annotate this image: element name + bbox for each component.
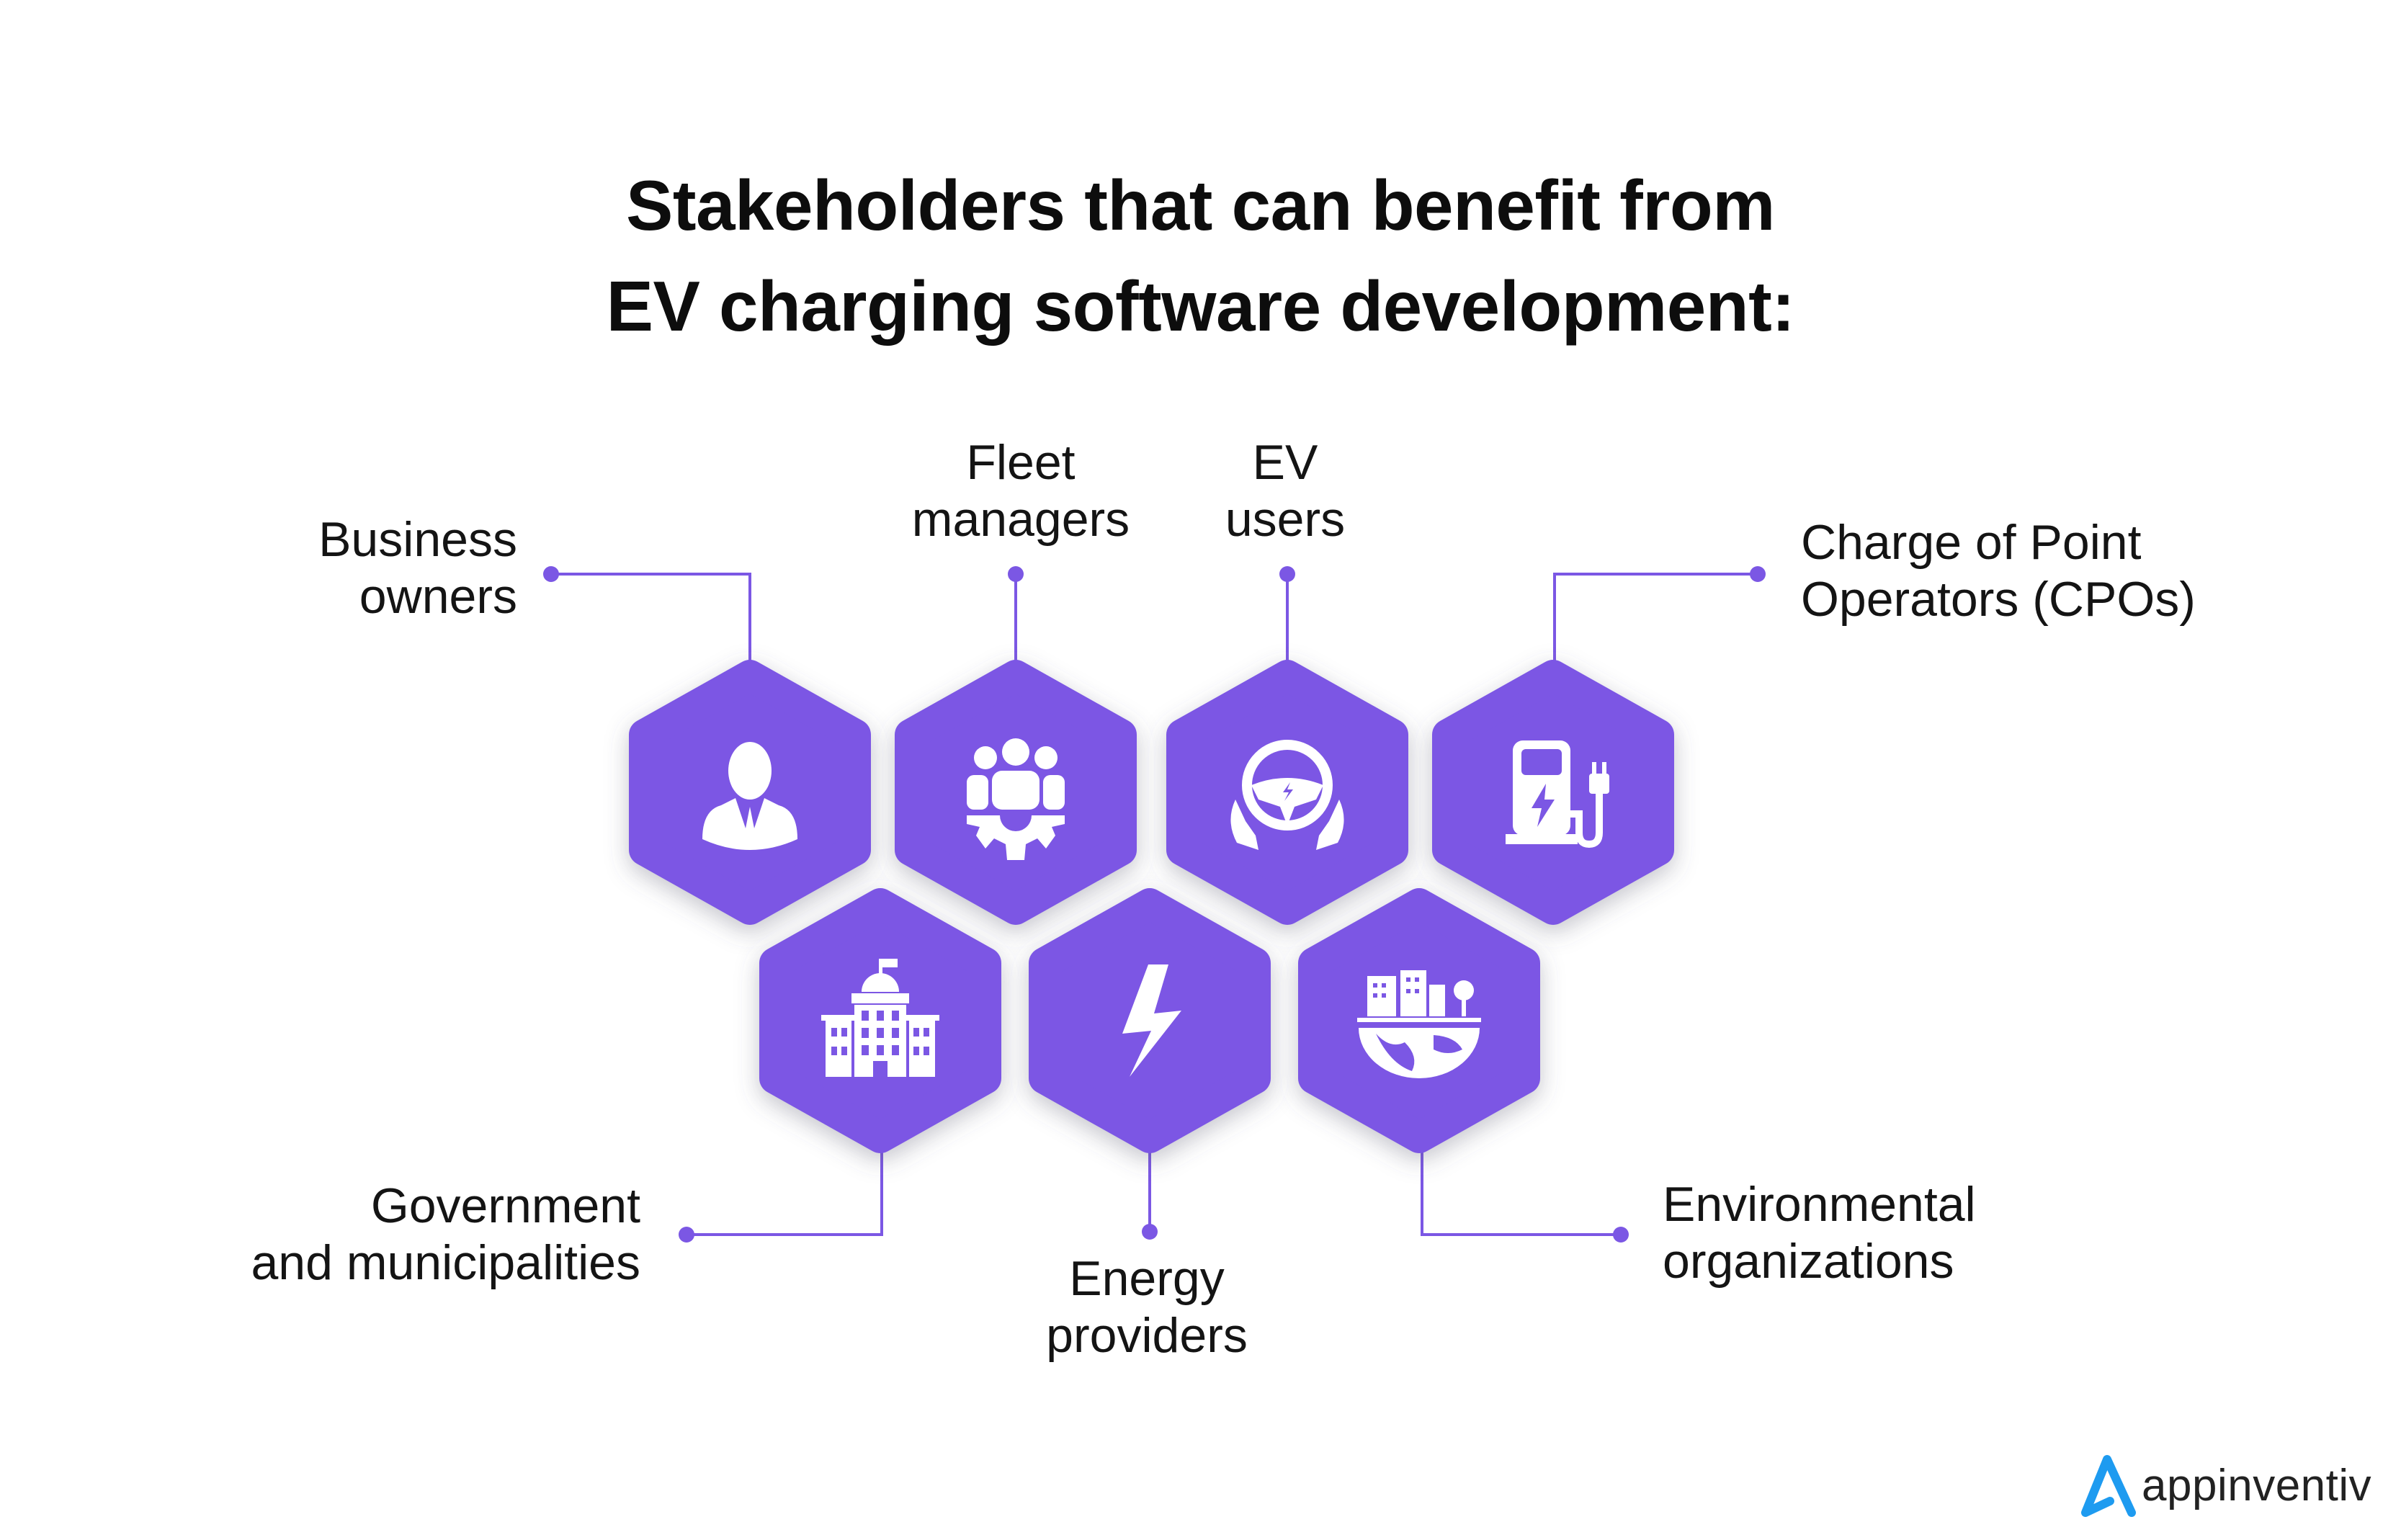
label-line: Fleet [966, 435, 1076, 490]
page-title: Stakeholders that can benefit from EV ch… [0, 155, 2401, 357]
hexagon-environmental [1314, 904, 1524, 1137]
label-energy-providers: Energy providers [1046, 1250, 1248, 1364]
label-line: providers [1046, 1308, 1248, 1363]
label-fleet-managers: Fleet managers [912, 434, 1130, 548]
label-line: users [1225, 492, 1346, 547]
connector-dot [1613, 1227, 1629, 1243]
title-line-1: Stakeholders that can benefit from [626, 166, 1775, 245]
label-line: Operators (CPOs) [1801, 572, 2196, 627]
label-environmental: Environmental organizations [1663, 1176, 1976, 1290]
label-line: Business [318, 512, 517, 567]
government-building-icon [821, 959, 939, 1077]
hexagon-ev-users [1182, 676, 1392, 909]
charging-station-icon [1506, 740, 1609, 849]
hexagon-fleet-managers [911, 676, 1121, 909]
businessman-icon [702, 742, 797, 850]
label-business-owners: Business owners [318, 511, 517, 625]
title-line-2: EV charging software development: [606, 267, 1795, 346]
steering-wheel-icon [1230, 740, 1344, 850]
connector-business-owners [551, 573, 751, 670]
logo-mark-icon [2081, 1455, 2136, 1517]
hexagon-business-owners [645, 676, 855, 909]
logo-text: appinventiv [2142, 1460, 2372, 1510]
lightning-bolt-icon [1122, 964, 1181, 1077]
connector-dot [679, 1227, 694, 1243]
team-gear-icon [967, 738, 1065, 860]
label-line: and municipalities [251, 1235, 640, 1290]
appinventiv-logo: appinventiv [2078, 1449, 2371, 1521]
label-cpos: Charge of Point Operators (CPOs) [1801, 514, 2196, 628]
label-government: Government and municipalities [251, 1178, 640, 1291]
label-line: Government [370, 1178, 640, 1233]
connector-cpos [1553, 573, 1758, 670]
label-ev-users: EV users [1225, 434, 1345, 548]
label-line: EV [1252, 435, 1318, 490]
label-line: Energy [1069, 1251, 1225, 1306]
label-line: owners [359, 569, 517, 624]
connector-dot [543, 566, 559, 582]
connector-dot [1279, 566, 1295, 582]
connector-dot [1008, 566, 1024, 582]
eco-city-globe-icon [1357, 970, 1481, 1078]
hexagon-government [775, 904, 985, 1137]
label-line: Charge of Point [1801, 515, 2142, 570]
label-line: managers [911, 492, 1130, 547]
connector-dot [1142, 1224, 1158, 1240]
connector-dot [1750, 566, 1766, 582]
connector-environmental [1421, 1145, 1621, 1236]
label-line: organizations [1663, 1234, 1954, 1289]
hexagon-cpos [1448, 676, 1658, 909]
hexagon-energy-providers [1045, 904, 1255, 1137]
connector-government [687, 1145, 883, 1236]
label-line: Environmental [1663, 1177, 1976, 1232]
